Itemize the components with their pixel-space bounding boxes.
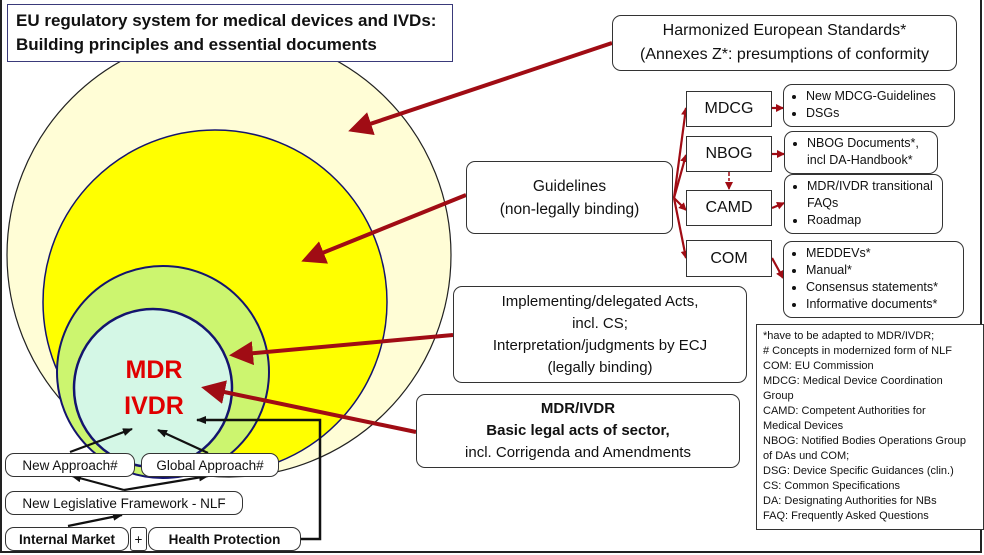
legend-item: DSG: Device Specific Guidances (clin.) <box>763 465 954 477</box>
guidelines-line-1: Guidelines <box>532 177 607 195</box>
org-box-com: COM <box>686 240 772 277</box>
docs-box-camd: MDR/IVDR transitional FAQs Roadmap <box>784 174 943 234</box>
nlf-label: New Legislative Framework - NLF <box>22 495 226 511</box>
implementing-line-1: Implementing/delegated Acts, <box>501 292 699 310</box>
org-box-camd: CAMD <box>686 190 772 226</box>
org-box-mdcg: MDCG <box>686 91 772 127</box>
org-name-camd: CAMD <box>705 199 753 216</box>
org-name-nbog: NBOG <box>705 145 753 162</box>
legend-item: of DAs und COM; <box>763 450 850 462</box>
guidelines-box: Guidelines (non-legally binding) <box>466 161 673 234</box>
standards-line-1: Harmonized European Standards* <box>662 22 907 39</box>
docs-box-com: MEDDEVs* Manual* Consensus statements* I… <box>783 241 964 318</box>
org-box-nbog: NBOG <box>686 136 772 172</box>
arrow-market-to-nlf <box>67 512 123 528</box>
title-line-2: Building principles and essential docume… <box>16 35 377 54</box>
implementing-acts-box: Implementing/delegated Acts, incl. CS; I… <box>453 286 747 383</box>
internal-market-label: Internal Market <box>18 531 116 547</box>
health-protection-label: Health Protection <box>168 531 281 547</box>
implementing-line-3: Interpretation/judgments by ECJ <box>492 336 708 354</box>
legend-item: # Concepts in modernized form of NLF <box>763 345 952 357</box>
doc-item: New MDCG-Guidelines <box>806 88 948 105</box>
legend-item: *have to be adapted to MDR/IVDR; <box>763 330 935 342</box>
title-line-1: EU regulatory system for medical devices… <box>16 11 437 30</box>
arrow-standards-to-outer <box>348 41 613 136</box>
arrow-health-protection-to-core <box>196 416 322 541</box>
arrow-guidelines-to-com <box>672 197 689 259</box>
legend-item: CS: Common Specifications <box>763 480 900 492</box>
legend-item: Group <box>763 390 794 402</box>
arrow-new-approach-to-core <box>69 427 133 454</box>
arrow-implementing-to-inner <box>229 333 454 366</box>
doc-item: MEDDEVs* <box>806 245 957 262</box>
docs-box-nbog: NBOG Documents*, incl DA-Handbook* <box>784 131 938 174</box>
legend-item: CAMD: Competent Authorities for <box>763 405 926 417</box>
core-label-ivdr: IVDR <box>124 392 184 420</box>
legend-item: Medical Devices <box>763 420 844 432</box>
mdr-ivdr-line-3: incl. Corrigenda and Amendments <box>465 444 691 461</box>
arrow-camd-to-docs <box>771 201 785 210</box>
arrow-nlf-to-global-approach <box>123 473 209 492</box>
standards-box: Harmonized European Standards* (Annexes … <box>612 15 957 71</box>
legend-item: NBOG: Notified Bodies Operations Group <box>763 435 966 447</box>
core-label-mdr: MDR <box>125 356 183 384</box>
legend-item: FAQ: Frequently Asked Questions <box>763 510 929 522</box>
nlf-box: New Legislative Framework - NLF <box>5 491 243 515</box>
global-approach-label: Global Approach# <box>156 457 264 473</box>
arrow-global-approach-to-core <box>157 429 209 454</box>
implementing-line-2: incl. CS; <box>572 314 628 332</box>
arrow-guidelines-to-mdcg <box>672 107 690 199</box>
arrow-nlf-to-new-approach <box>71 474 125 492</box>
doc-item: Consensus statements* <box>806 279 957 296</box>
plus-label: + <box>134 531 143 547</box>
legend-item: MDCG: Medical Device Coordination <box>763 375 943 387</box>
legend-box: *have to be adapted to MDR/IVDR; # Conce… <box>756 324 984 530</box>
doc-item: Roadmap <box>807 212 936 229</box>
org-name-mdcg: MDCG <box>704 100 754 117</box>
org-name-com: COM <box>710 249 748 267</box>
doc-item: Informative documents* <box>806 296 957 313</box>
arrow-guidelines-to-middle <box>301 193 467 264</box>
doc-item: MDR/IVDR transitional FAQs <box>807 178 936 212</box>
new-approach-box: New Approach# <box>5 453 135 477</box>
mdr-ivdr-box: MDR/IVDR Basic legal acts of sector, inc… <box>416 394 740 468</box>
arrow-guidelines-to-camd <box>673 197 687 211</box>
docs-box-mdcg: New MDCG-Guidelines DSGs <box>783 84 955 127</box>
internal-market-box: Internal Market <box>5 527 129 551</box>
legend-item: DA: Designating Authorities for NBs <box>763 495 937 507</box>
arrow-guidelines-to-nbog <box>672 154 688 199</box>
mdr-ivdr-line-2: Basic legal acts of sector, <box>486 422 670 439</box>
mdr-ivdr-line-1: MDR/IVDR <box>540 400 616 417</box>
diagram-title: EU regulatory system for medical devices… <box>7 4 453 62</box>
health-protection-box: Health Protection <box>148 527 301 551</box>
arrow-com-to-docs <box>771 257 784 279</box>
doc-item: NBOG Documents*, incl DA-Handbook* <box>807 135 931 169</box>
legend-item: COM: EU Commission <box>763 360 874 372</box>
doc-item: Manual* <box>806 262 957 279</box>
guidelines-line-2: (non-legally binding) <box>499 200 640 218</box>
new-approach-label: New Approach# <box>22 457 118 473</box>
arrow-mdr-to-core <box>201 380 417 434</box>
plus-box: + <box>130 527 147 551</box>
global-approach-box: Global Approach# <box>141 453 279 477</box>
implementing-line-4: (legally binding) <box>547 358 653 376</box>
doc-item: DSGs <box>806 105 948 122</box>
standards-line-2: (Annexes Z*: presumptions of conformity <box>639 46 929 63</box>
